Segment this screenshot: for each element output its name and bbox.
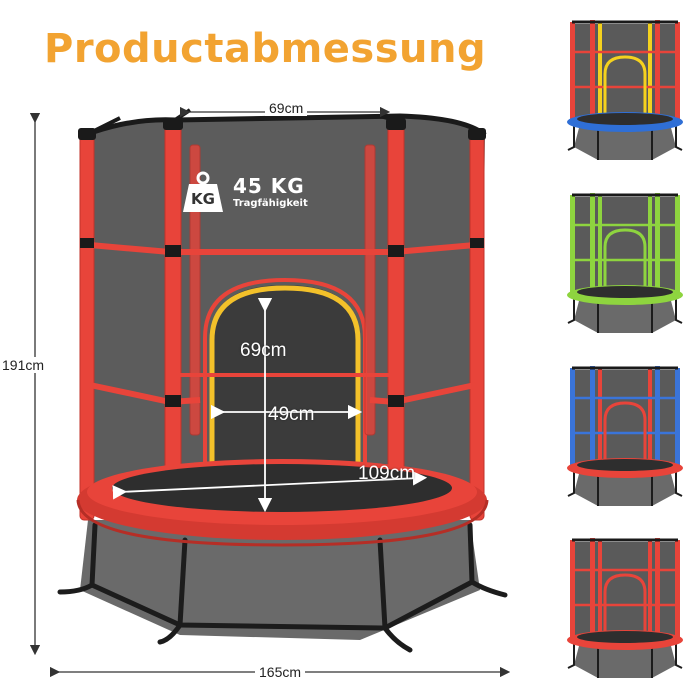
load-value: 45 KG (233, 173, 305, 198)
door-width-label: 49cm (268, 404, 315, 425)
kg-badge-text: KG (191, 190, 215, 208)
door-frame-yellow (209, 285, 361, 505)
variant-thumbnail-green[interactable] (560, 185, 690, 335)
height-label: 191cm (2, 357, 45, 373)
mat-diameter-arrow (112, 471, 428, 500)
variant-thumbnail-blue-red-yellow[interactable] (560, 12, 690, 162)
door (210, 285, 360, 505)
top-width-label: 69cm (265, 100, 308, 116)
page-title: Productabmessung (44, 26, 487, 72)
load-label: Tragfähigkeit (233, 197, 308, 209)
load-capacity: KG 45 KG Tragfähigkeit (181, 170, 308, 214)
door-height-label: 69cm (240, 340, 287, 361)
weight-icon: KG (181, 170, 225, 214)
base-width-label: 165cm (255, 664, 306, 680)
variant-thumbnail-red[interactable] (560, 530, 690, 680)
legs (57, 522, 508, 653)
variant-thumbnail-blue-red[interactable] (560, 358, 690, 508)
mat-diameter-label: 109cm (358, 463, 416, 484)
